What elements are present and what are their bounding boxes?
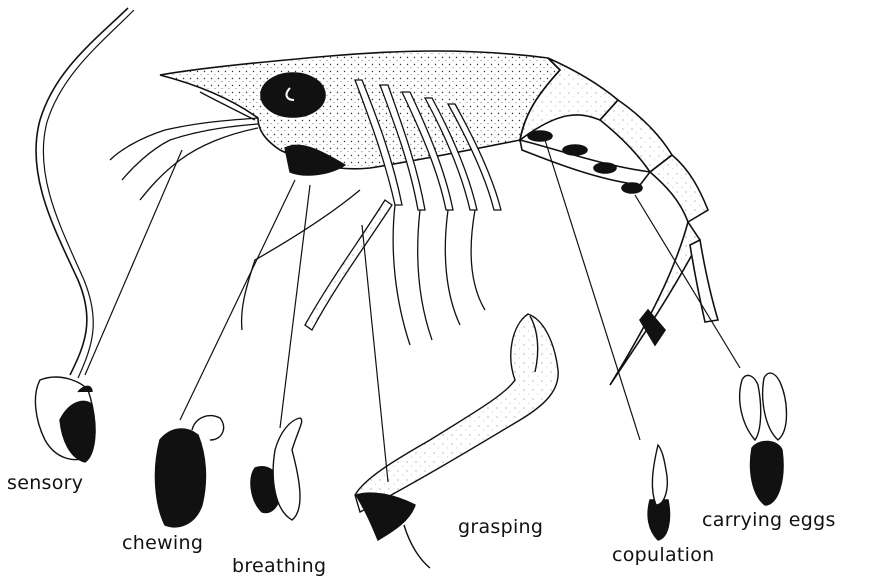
label-chewing: chewing bbox=[122, 532, 203, 554]
antennules bbox=[110, 92, 258, 200]
copulation-appendage bbox=[648, 445, 669, 540]
carrying-eggs-appendage bbox=[740, 373, 787, 505]
chewing-appendage bbox=[155, 416, 223, 527]
shrimp-body bbox=[160, 51, 718, 385]
sensory-appendage bbox=[35, 377, 95, 462]
label-copulation: copulation bbox=[612, 544, 715, 566]
label-grasping: grasping bbox=[458, 516, 543, 538]
label-breathing: breathing bbox=[232, 555, 326, 577]
long-antenna bbox=[36, 8, 134, 378]
label-carrying-eggs: carrying eggs bbox=[702, 509, 836, 531]
breathing-appendage bbox=[251, 418, 302, 520]
label-sensory: sensory bbox=[7, 472, 83, 494]
